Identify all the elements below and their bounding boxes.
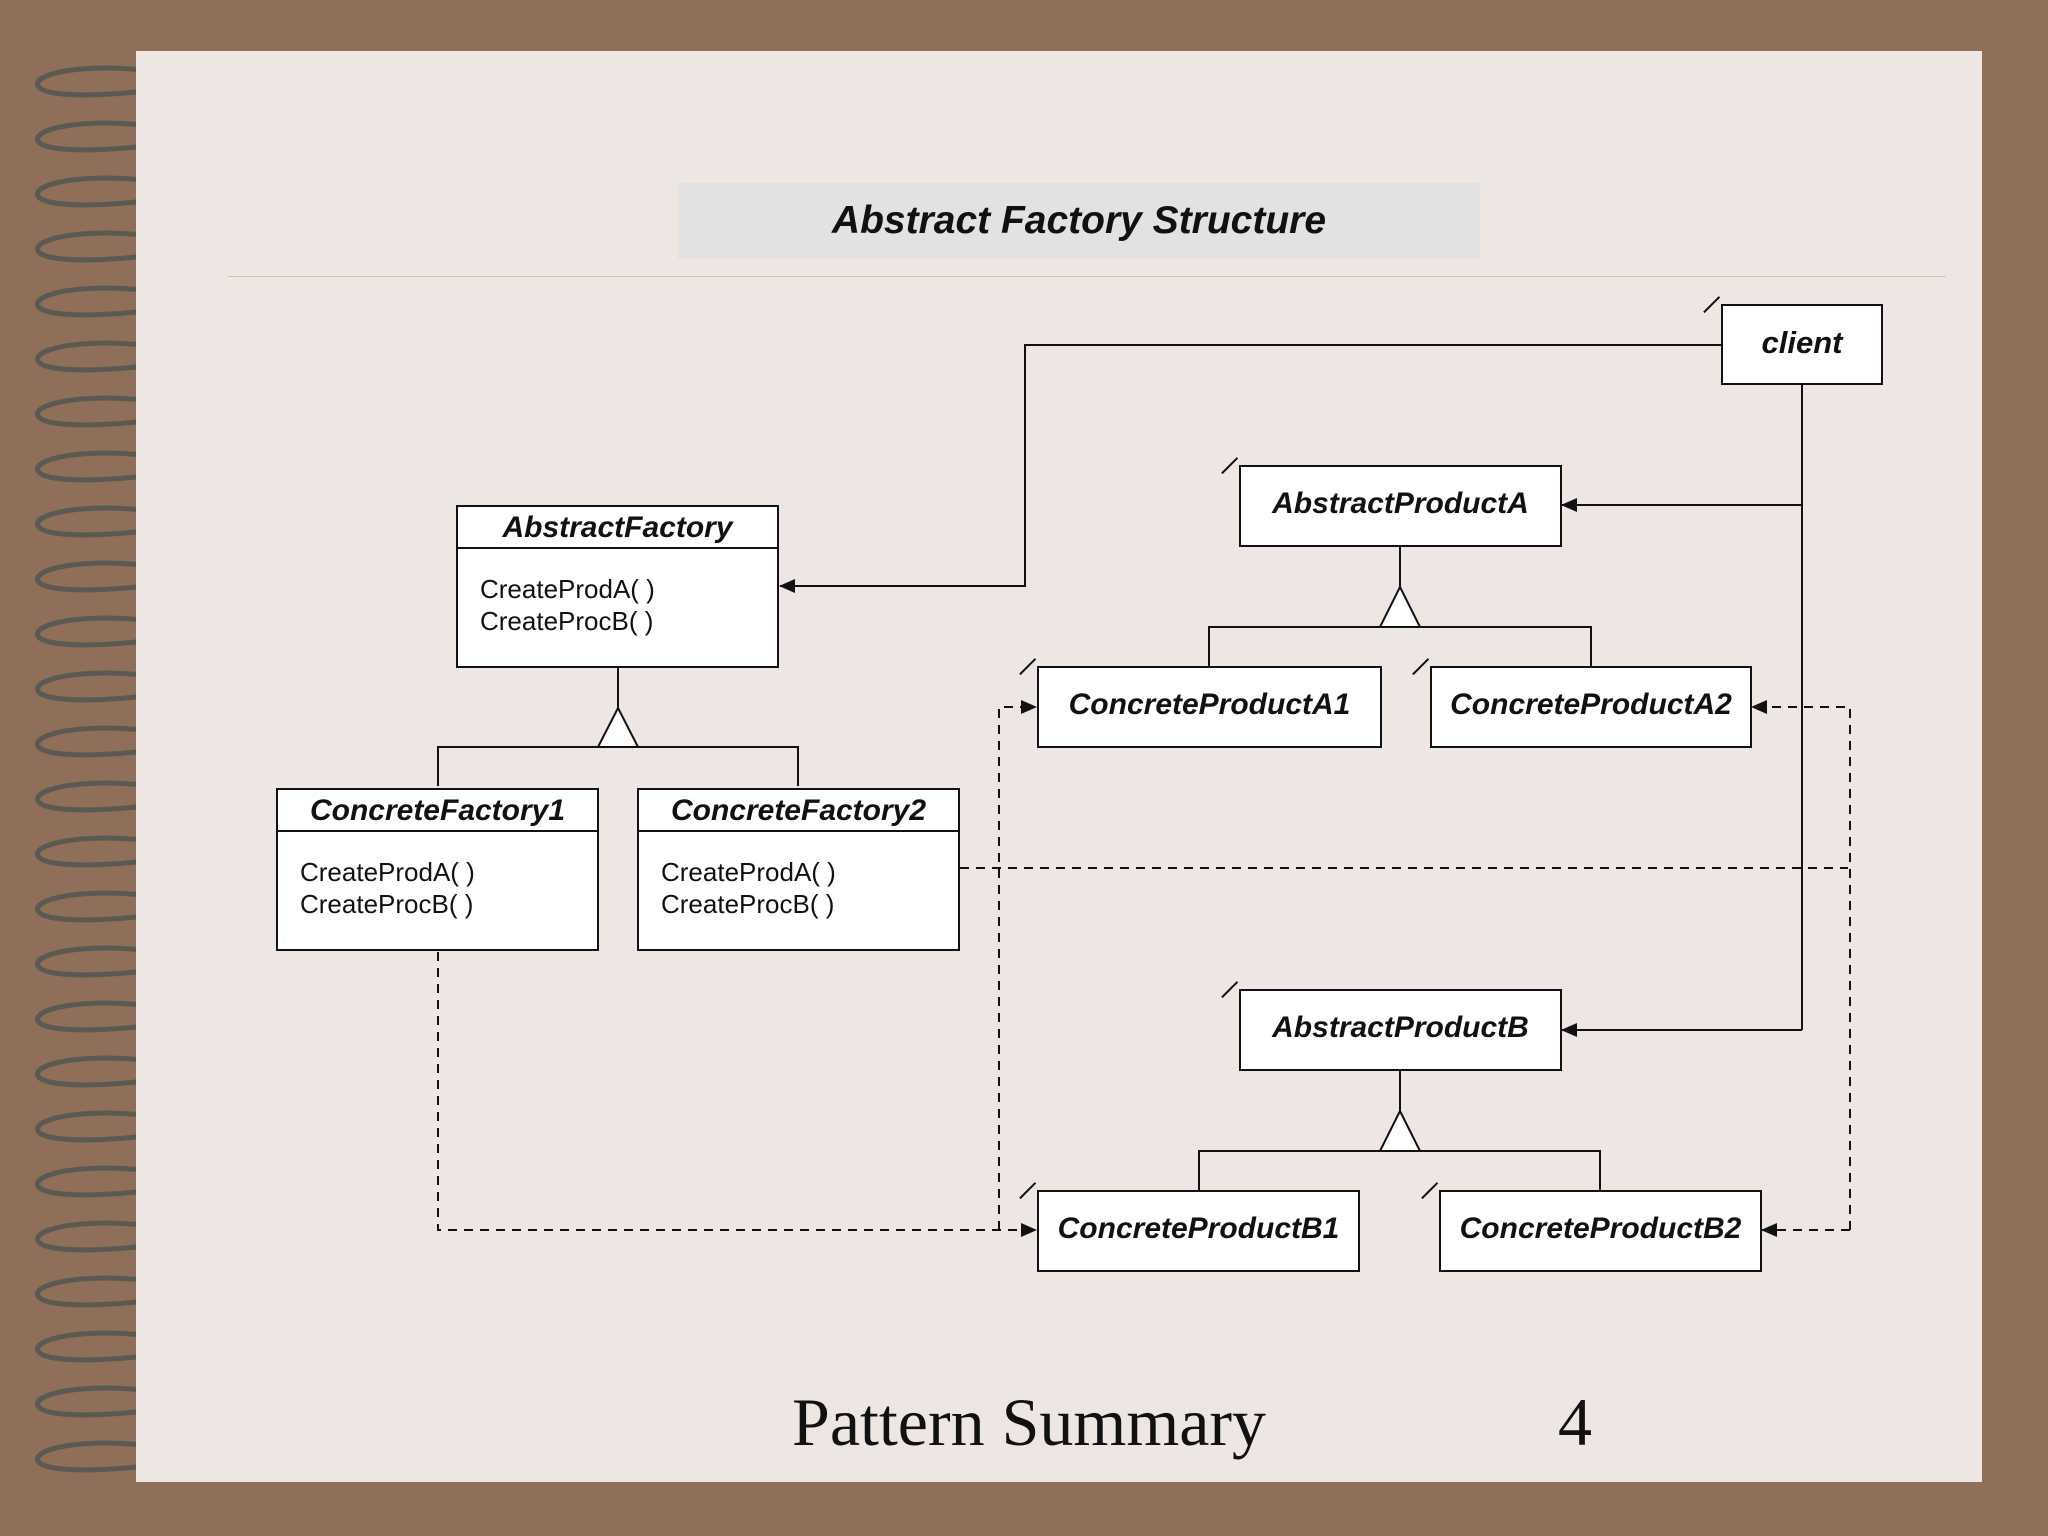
abstractproductb-inheritance-triangle — [1378, 1108, 1422, 1152]
page-number: 4 — [1558, 1384, 1592, 1460]
factory1-to-productb1-dashed — [437, 952, 1037, 1237]
abstractfactory-class-box: AbstractFactory CreateProdA( ) CreatePro… — [456, 505, 779, 668]
concreteproductb2-box: ConcreteProductB2 — [1421, 1182, 1762, 1272]
spiral-coil — [35, 395, 191, 428]
concretefactory2-class-name: ConcreteFactory2 — [639, 790, 958, 832]
spiral-coil — [35, 505, 191, 538]
spiral-coil — [35, 560, 191, 593]
footer-title: Pattern Summary — [792, 1384, 1267, 1460]
title-divider — [228, 276, 1946, 277]
spiral-coil — [35, 285, 191, 318]
productb-inheritance-branch — [1198, 1150, 1601, 1191]
spiral-coil — [35, 1000, 191, 1033]
concreteproducta2-name: ConcreteProductA2 — [1450, 688, 1732, 721]
spiral-coil — [35, 1440, 191, 1473]
concreteproducta2-box: ConcreteProductA2 — [1412, 658, 1752, 748]
concretefactory1-class-name: ConcreteFactory1 — [278, 790, 597, 832]
client-box: client — [1703, 296, 1883, 385]
spiral-coil — [35, 780, 191, 813]
spiral-coil — [35, 1220, 191, 1253]
factory-inheritance-branch — [437, 746, 799, 786]
producta-inheritance-branch — [1208, 626, 1592, 667]
spiral-coil — [35, 1330, 191, 1363]
spiral-coil — [35, 1110, 191, 1143]
spiral-coil — [35, 65, 191, 98]
title-band — [678, 183, 1480, 259]
concreteproductb1-name: ConcreteProductB1 — [1057, 1212, 1340, 1245]
spiral-coil — [35, 1055, 191, 1088]
operation-createproda: CreateProdA( ) — [480, 574, 655, 604]
factory1-to-producta1-dashed — [998, 700, 1037, 1230]
abstractproductb-box: AbstractProductB — [1221, 981, 1562, 1071]
operation-createproda: CreateProdA( ) — [300, 857, 475, 887]
spiral-coil — [35, 450, 191, 483]
slide-title: Abstract Factory Structure — [831, 199, 1327, 242]
abstractproducta-inheritance-triangle — [1378, 584, 1422, 628]
spiral-coil — [35, 1275, 191, 1308]
abstractproducta-box: AbstractProductA — [1221, 457, 1562, 547]
abstractproductb-name: AbstractProductB — [1272, 1011, 1529, 1044]
spiral-coil — [35, 1165, 191, 1198]
concretefactory2-class-box: ConcreteFactory2 CreateProdA( ) CreatePr… — [637, 788, 960, 951]
concreteproducta1-box: ConcreteProductA1 — [1019, 658, 1382, 748]
client-name: client — [1761, 325, 1843, 360]
concreteproductb2-name: ConcreteProductB2 — [1459, 1212, 1742, 1245]
operation-createprocb: CreateProcB( ) — [300, 889, 474, 919]
spiral-coil — [35, 945, 191, 978]
spiral-coil — [35, 670, 191, 703]
abstractfactory-class-name: AbstractFactory — [458, 507, 777, 549]
concretefactory1-class-box: ConcreteFactory1 CreateProdA( ) CreatePr… — [276, 788, 599, 951]
operation-createprocb: CreateProcB( ) — [480, 606, 654, 636]
spiral-coil — [35, 1385, 191, 1418]
operation-createproda: CreateProdA( ) — [661, 857, 836, 887]
client-to-abstractfactory-line — [779, 344, 1722, 593]
spiral-coil — [35, 615, 191, 648]
abstractproducta-name: AbstractProductA — [1272, 487, 1529, 520]
operation-createprocb: CreateProcB( ) — [661, 889, 835, 919]
spiral-coil — [35, 890, 191, 923]
spiral-coil — [35, 725, 191, 758]
spiral-coil — [35, 175, 191, 208]
spiral-coil — [35, 835, 191, 868]
concreteproducta1-name: ConcreteProductA1 — [1068, 688, 1351, 721]
concreteproductb1-box: ConcreteProductB1 — [1019, 1182, 1360, 1272]
spiral-coil — [35, 340, 191, 373]
spiral-coil — [35, 230, 191, 263]
spiral-coil — [35, 120, 191, 153]
abstractfactory-inheritance-triangle — [596, 705, 640, 748]
